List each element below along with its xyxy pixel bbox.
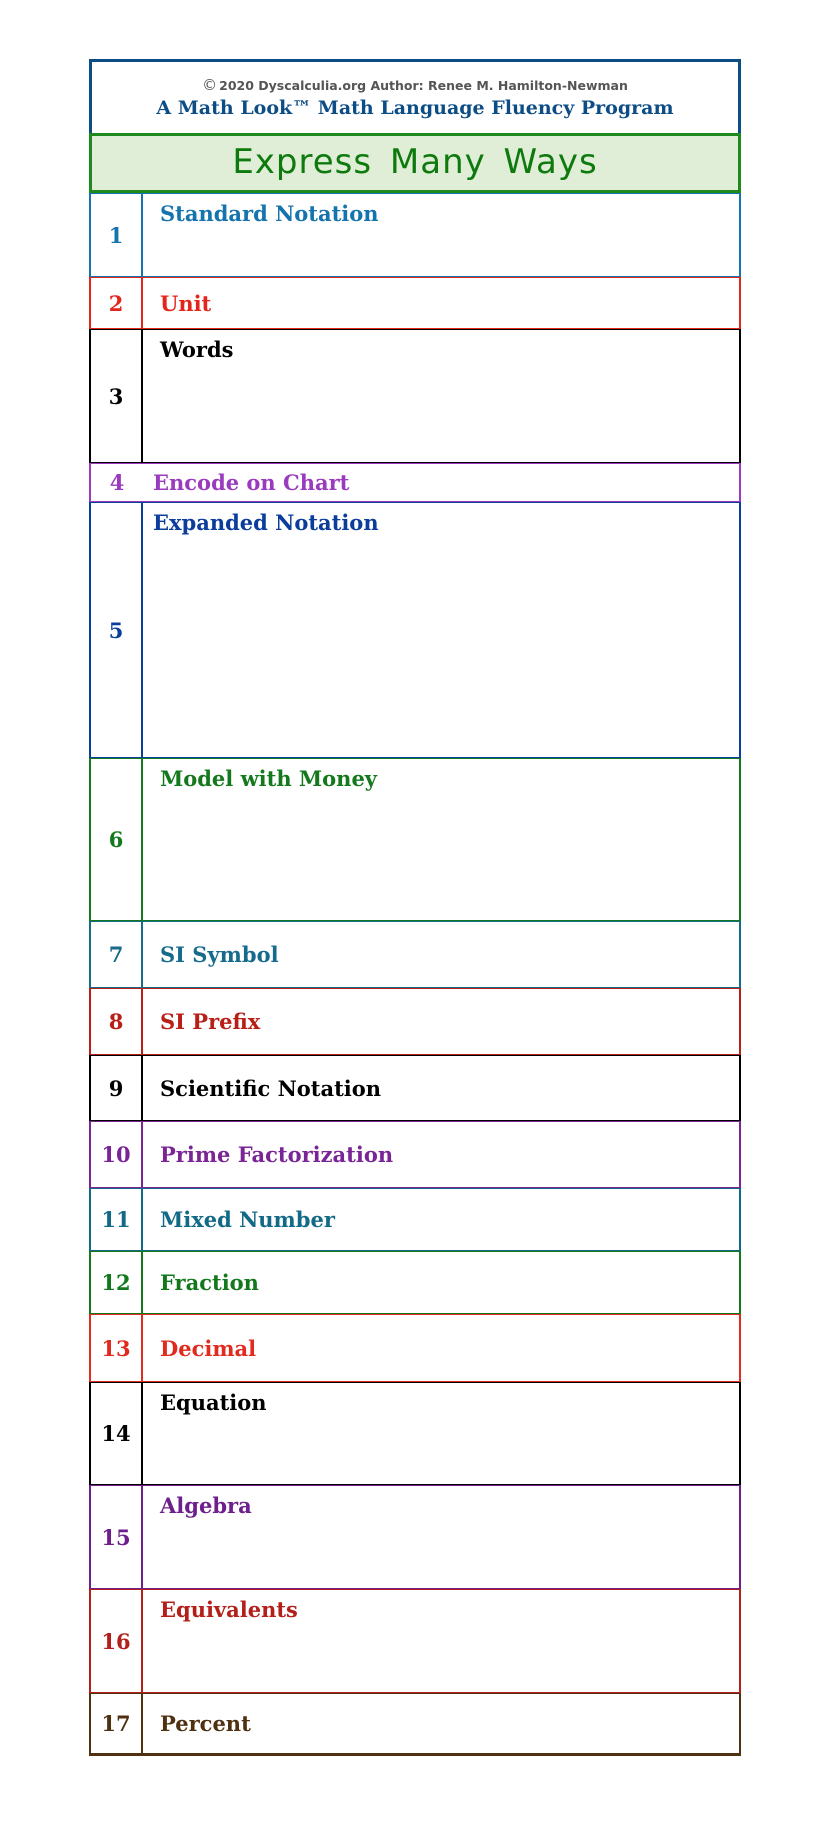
row-number: 13 [91,1315,143,1381]
row-label: Scientific Notation [160,1075,382,1101]
copyright-line: ©2020 Dyscalculia.org Author: Renee M. H… [92,76,738,94]
row-label: Standard Notation [160,201,379,226]
row-number: 10 [91,1122,143,1187]
row-label: Algebra [160,1493,252,1518]
row-1: 1 Standard Notation [89,193,741,277]
row-number: 15 [91,1486,143,1588]
copyright-text: 2020 Dyscalculia.org Author: Renee M. Ha… [219,78,628,93]
row-number: 7 [91,922,143,987]
row-number: 1 [91,194,143,276]
row-17: 17 Percent [89,1693,741,1756]
row-number: 4 [109,470,125,495]
row-9: 9 Scientific Notation [89,1055,741,1121]
row-14: 14 Equation [89,1382,741,1485]
row-label: Unit [160,290,212,316]
copyright-symbol: © [202,76,218,94]
row-label: Equation [160,1390,267,1415]
worksheet-header: ©2020 Dyscalculia.org Author: Renee M. H… [89,59,741,133]
row-label: Expanded Notation [153,510,379,535]
row-16: 16 Equivalents [89,1589,741,1693]
row-label: Percent [160,1711,251,1736]
row-number: 12 [91,1252,143,1313]
row-13: 13 Decimal [89,1314,741,1382]
worksheet: ©2020 Dyscalculia.org Author: Renee M. H… [89,59,741,1756]
row-number: 16 [91,1590,143,1692]
row-label: Decimal [160,1335,257,1361]
row-15: 15 Algebra [89,1485,741,1589]
row-12: 12 Fraction [89,1251,741,1314]
row-number: 2 [91,278,143,328]
row-label: Encode on Chart [153,470,350,495]
row-5: 5 Expanded Notation [89,502,741,758]
row-label: Prime Factorization [160,1142,394,1167]
row-number: 14 [91,1383,143,1484]
row-8: 8 SI Prefix [89,988,741,1055]
row-number: 5 [91,503,143,757]
row-number: 9 [91,1056,143,1120]
row-label: Words [160,337,234,362]
row-7: 7 SI Symbol [89,921,741,988]
row-10: 10 Prime Factorization [89,1121,741,1188]
row-number: 11 [91,1189,143,1250]
row-label: SI Symbol [160,942,279,967]
row-number: 17 [91,1694,143,1753]
row-label: Model with Money [160,766,378,791]
row-label: Equivalents [160,1597,298,1622]
program-title: A Math Look™ Math Language Fluency Progr… [156,97,674,119]
row-number: 3 [91,330,143,462]
row-3: 3 Words [89,329,741,463]
row-2: 2 Unit [89,277,741,329]
row-label: SI Prefix [160,1009,261,1034]
row-label: Mixed Number [160,1207,335,1232]
row-label: Fraction [160,1270,259,1295]
row-11: 11 Mixed Number [89,1188,741,1251]
row-number: 8 [91,989,143,1054]
worksheet-title: Express Many Ways [89,133,741,193]
row-4: 4 Encode on Chart [89,463,741,502]
row-6: 6 Model with Money [89,758,741,921]
row-number: 6 [91,759,143,920]
